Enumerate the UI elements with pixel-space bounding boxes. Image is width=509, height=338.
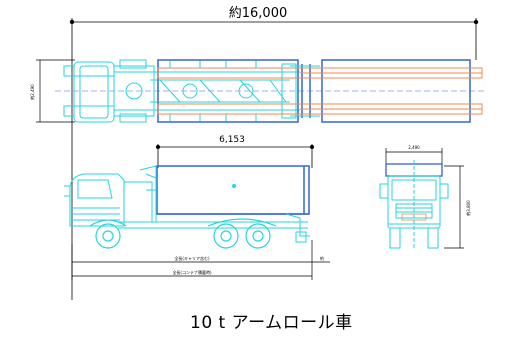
container-length-label: 6,153 <box>219 135 245 145</box>
top-view: 約2,490 <box>29 59 485 123</box>
front-view: 2,490 約3,800 <box>379 145 471 250</box>
side-small-label: 約 <box>320 255 324 261</box>
front-width-label: 2,490 <box>408 145 420 150</box>
drawing-caption: 10 t アームロール車 <box>190 313 353 333</box>
side-total-label-2: 全長(コンテナ積載時) <box>172 269 212 275</box>
side-total-label-1: 全長(キャリア含む) <box>174 255 210 261</box>
front-height-label: 約3,800 <box>465 200 471 216</box>
top-width-label: 約2,490 <box>29 84 35 100</box>
side-view: 6,153 <box>64 135 330 280</box>
overall-length-label: 約16,000 <box>229 6 288 21</box>
